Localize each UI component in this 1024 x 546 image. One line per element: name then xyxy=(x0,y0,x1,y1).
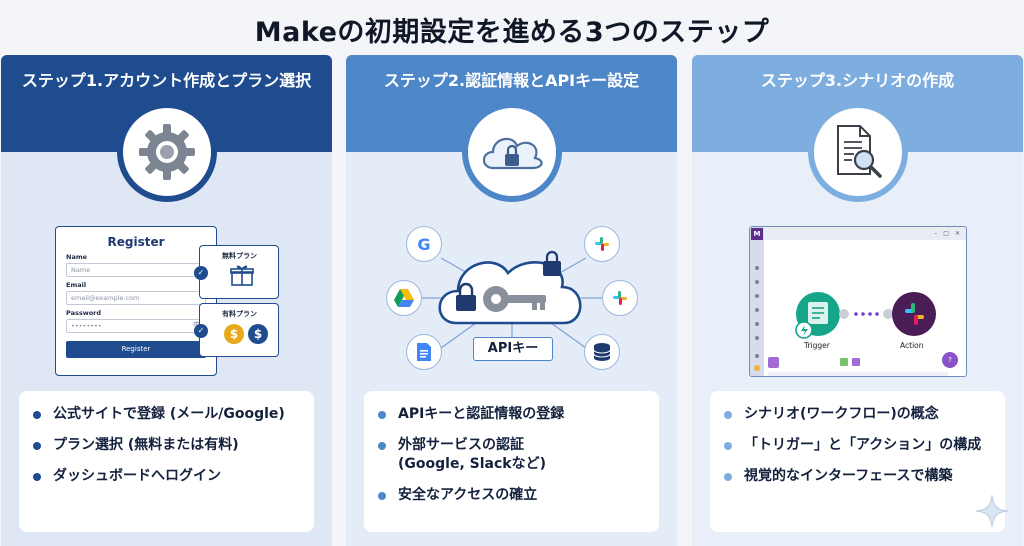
editor-sidebar xyxy=(750,227,764,376)
coin-icon: $ xyxy=(224,324,244,344)
dollar-icon: $ xyxy=(248,324,268,344)
gear-icon xyxy=(116,102,217,202)
name-label: Name xyxy=(66,253,88,261)
bullet-item: APIキーと認証情報の登録 xyxy=(376,405,647,424)
window-titlebar: – □ ✕ xyxy=(750,227,966,240)
api-key-label: APIキー xyxy=(473,337,553,361)
document-search-icon xyxy=(807,102,908,202)
trigger-label: Trigger xyxy=(804,341,830,350)
password-value: •••••••• xyxy=(71,322,102,330)
paid-plan-label: 有料プラン xyxy=(222,310,257,318)
make-logo: M xyxy=(751,228,763,240)
database-icon xyxy=(584,334,620,370)
bullet-item: 安全なアクセスの確立 xyxy=(376,486,647,505)
free-plan-label: 無料プラン xyxy=(222,252,257,260)
step-1-panel: ステップ1.アカウント作成とプラン選択 Register Name Name E… xyxy=(1,55,332,546)
step-1-bullets: 公式サイトで登録 (メール/Google) プラン選択 (無料または有料) ダッ… xyxy=(19,391,314,532)
register-form: Register Name Name Email email@example.c… xyxy=(55,226,217,376)
step-3-panel: ステップ3.シナリオの作成 – □ ✕ M xyxy=(692,55,1023,546)
password-input[interactable]: •••••••• 👁 xyxy=(66,319,206,333)
step-2-panel: ステップ2.認証情報とAPIキー設定 G xyxy=(346,55,677,546)
maximize-icon[interactable]: □ xyxy=(943,230,949,237)
name-input[interactable]: Name xyxy=(66,263,206,277)
bullet-item: ダッシュボードへログイン xyxy=(31,467,302,486)
bullet-item: 公式サイトで登録 (メール/Google) xyxy=(31,405,302,424)
step-3-bullets: シナリオ(ワークフロー)の概念 「トリガー」と「アクション」の構成 視覚的なイン… xyxy=(710,391,1005,532)
help-button[interactable]: ? xyxy=(942,352,958,368)
bullet-item: 「トリガー」と「アクション」の構成 xyxy=(722,436,993,455)
step-2-bullets: APIキーと認証情報の登録 外部サービスの認証 (Google, Slackなど… xyxy=(364,391,659,532)
email-input[interactable]: email@example.com xyxy=(66,291,206,305)
slack-icon xyxy=(584,226,620,262)
bullet-item: プラン選択 (無料または有料) xyxy=(31,436,302,455)
register-button[interactable]: Register xyxy=(66,341,206,358)
cloud-lock-icon xyxy=(461,102,562,202)
page-title: Makeの初期設定を進める3つのステップ xyxy=(254,17,770,48)
bullet-item: 外部サービスの認証 (Google, Slackなど) xyxy=(376,436,647,474)
bullet-item: シナリオ(ワークフロー)の概念 xyxy=(722,405,993,424)
close-icon[interactable]: ✕ xyxy=(954,230,960,237)
free-plan-card[interactable]: ✓ 無料プラン xyxy=(194,245,279,299)
password-label: Password xyxy=(66,309,102,317)
gift-icon xyxy=(230,265,254,286)
scenario-editor-window: – □ ✕ M Trigger Action xyxy=(749,226,967,377)
email-label: Email xyxy=(66,281,87,289)
action-label: Action xyxy=(900,341,924,350)
scenario-canvas xyxy=(754,266,948,376)
minimize-icon[interactable]: – xyxy=(934,230,938,237)
check-icon: ✓ xyxy=(194,324,208,338)
google-icon: G xyxy=(406,226,442,262)
google-docs-icon xyxy=(406,334,442,370)
check-icon: ✓ xyxy=(194,266,208,280)
register-title: Register xyxy=(107,235,165,249)
paid-plan-card[interactable]: ✓ 有料プラン $ $ xyxy=(194,303,279,357)
bullet-item: 視覚的なインターフェースで構築 xyxy=(722,467,993,486)
slack-icon xyxy=(602,280,638,316)
api-connection-diagram xyxy=(416,250,606,349)
google-drive-icon xyxy=(386,280,422,316)
sparkle-icon xyxy=(975,494,1009,528)
